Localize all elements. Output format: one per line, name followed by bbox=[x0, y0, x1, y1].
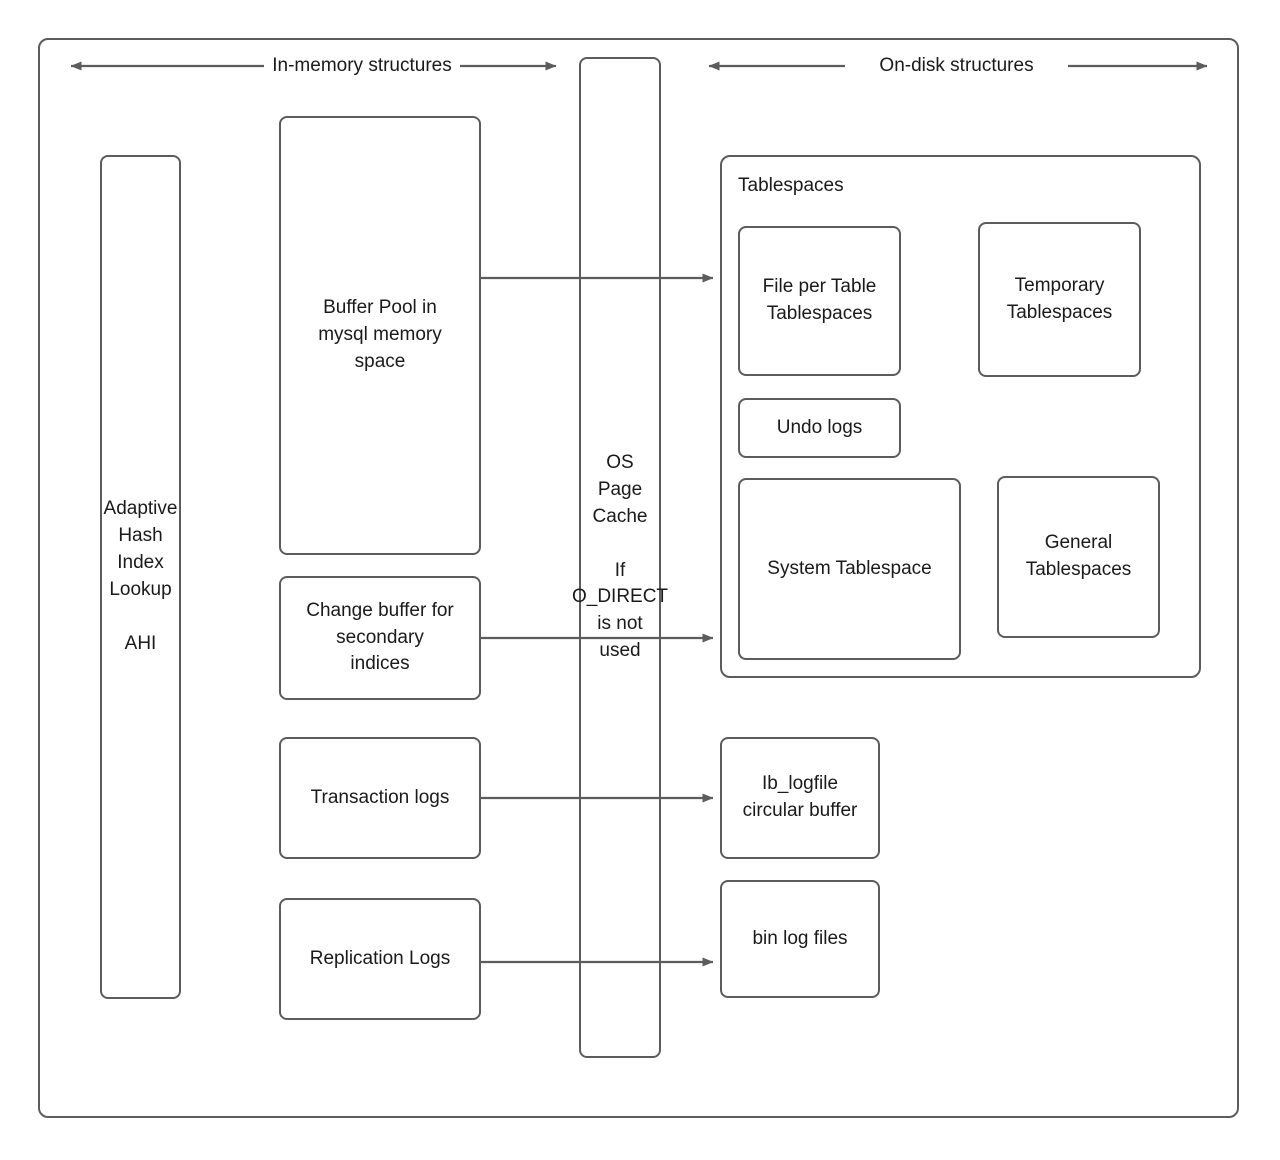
undo-logs-label: Undo logs bbox=[776, 416, 863, 438]
undo-logs-box[interactable]: Undo logs bbox=[738, 398, 901, 458]
file-per-table-tablespaces-label: File per Table Tablespaces bbox=[762, 276, 877, 324]
tablespaces-group-label: Tablespaces bbox=[738, 175, 844, 196]
buffer-pool-box[interactable]: Buffer Pool in mysql memory space bbox=[279, 116, 481, 555]
system-tablespace-box[interactable]: System Tablespace bbox=[738, 478, 961, 660]
temporary-tablespaces-label: Temporary Tablespaces bbox=[1006, 274, 1113, 323]
transaction-logs-label: Transaction logs bbox=[310, 786, 450, 808]
general-tablespaces-label: General Tablespaces bbox=[1025, 532, 1132, 580]
ib-logfile-label: Ib_logfile circular buffer bbox=[742, 773, 858, 821]
bin-log-files-label: bin log files bbox=[752, 927, 848, 949]
bin-log-files-box[interactable]: bin log files bbox=[720, 880, 880, 998]
in-memory-structures-label: In-memory structures bbox=[272, 55, 452, 76]
diagram-outer-frame bbox=[38, 38, 1239, 1118]
tablespaces-container bbox=[720, 155, 1201, 678]
replication-logs-box[interactable]: Replication Logs bbox=[279, 898, 481, 1020]
temporary-tablespaces-box[interactable]: Temporary Tablespaces bbox=[978, 222, 1141, 377]
general-tablespaces-box[interactable]: General Tablespaces bbox=[997, 476, 1160, 638]
replication-logs-label: Replication Logs bbox=[309, 947, 451, 969]
transaction-logs-box[interactable]: Transaction logs bbox=[279, 737, 481, 859]
adaptive-hash-index-box[interactable]: Adaptive Hash Index Lookup AHI bbox=[100, 155, 181, 999]
os-page-cache-box[interactable]: OS Page Cache If O_DIRECT is not used bbox=[572, 57, 668, 1058]
change-buffer-label: Change buffer for secondary indices bbox=[306, 599, 454, 675]
buffer-pool-label: Buffer Pool in mysql memory space bbox=[318, 297, 442, 372]
ib-logfile-box[interactable]: Ib_logfile circular buffer bbox=[720, 737, 880, 859]
os-page-cache-label: OS Page Cache If O_DIRECT is not used bbox=[571, 451, 669, 662]
change-buffer-box[interactable]: Change buffer for secondary indices bbox=[279, 576, 481, 700]
file-per-table-tablespaces-box[interactable]: File per Table Tablespaces bbox=[738, 226, 901, 376]
on-disk-structures-label: On-disk structures bbox=[879, 55, 1034, 76]
system-tablespace-label: System Tablespace bbox=[767, 557, 932, 579]
adaptive-hash-index-label: Adaptive Hash Index Lookup AHI bbox=[103, 498, 178, 654]
